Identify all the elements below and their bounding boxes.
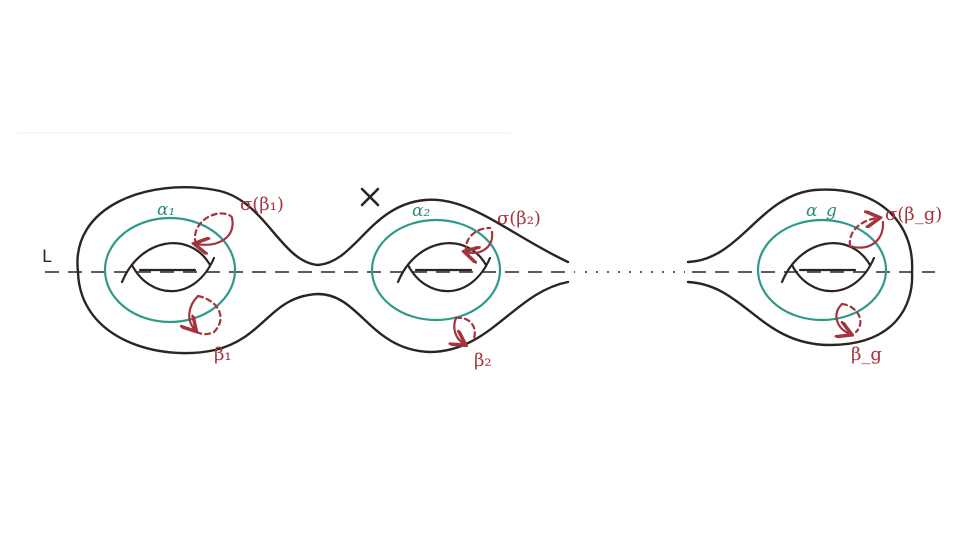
marked-point-cross — [360, 187, 380, 207]
beta-1-curve-back — [193, 294, 222, 336]
beta-1-label: β₁ — [214, 344, 232, 365]
sigma-beta-g-label: σ(β_g) — [885, 204, 942, 225]
sigma-beta-1-curve-back — [193, 212, 234, 246]
surface-outline-left-bottom — [76, 270, 570, 355]
beta-2-label: β₂ — [474, 350, 492, 371]
sigma-beta-2-label: σ(β₂) — [497, 208, 541, 229]
beta-2-curve — [454, 316, 464, 344]
hole-g — [780, 242, 876, 293]
surface-outline-right-top — [686, 188, 914, 274]
sigma-beta-1-curve — [196, 216, 234, 245]
beta-2-curve-back — [454, 316, 476, 340]
alpha-1-curve — [103, 216, 237, 324]
beta-g-curve-back — [840, 302, 862, 334]
alpha-1-label: α₁ — [157, 200, 175, 220]
beta-g-curve — [836, 302, 850, 334]
alpha-2-label: α₂ — [412, 201, 430, 221]
surface-outline-left-top — [76, 186, 570, 274]
hole-2 — [396, 242, 492, 293]
alpha-g-curve — [756, 218, 888, 322]
beta-1-curve — [189, 294, 200, 330]
beta-g-label: β_g — [851, 344, 882, 365]
sigma-beta-g-curve-back — [848, 218, 878, 248]
hole-1 — [120, 242, 216, 293]
alpha-2-curve — [370, 218, 502, 322]
sigma-beta-2-curve — [466, 230, 494, 253]
alpha-g-label: α_g — [806, 201, 837, 221]
sigma-beta-2-curve-back — [464, 226, 492, 254]
axis-label: L — [42, 247, 52, 267]
surface-outline-right-bottom — [686, 270, 914, 347]
sigma-beta-1-label: σ(β₁) — [240, 194, 284, 215]
